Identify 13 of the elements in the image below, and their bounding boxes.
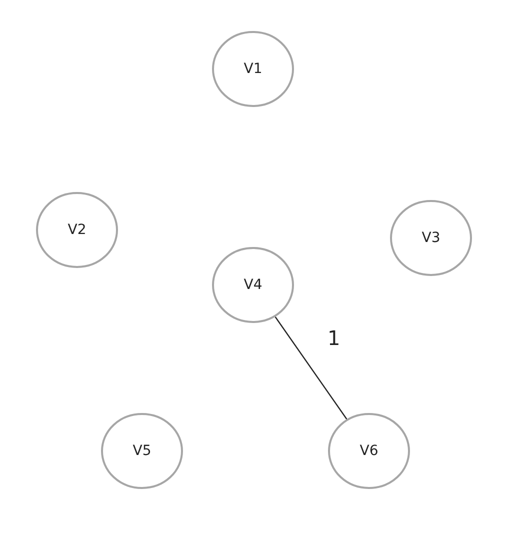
vertex-circle <box>212 247 294 323</box>
vertex-label: V3 <box>422 230 440 246</box>
vertex-circle <box>390 200 472 276</box>
edge-line <box>274 316 348 420</box>
vertex-circle <box>36 192 118 268</box>
vertex-label: V2 <box>68 222 86 238</box>
vertex-label: V1 <box>244 61 262 77</box>
vertex-circle <box>101 413 183 489</box>
vertex-circle <box>328 413 410 489</box>
vertex-label: V4 <box>244 277 262 293</box>
vertex-label: V6 <box>360 443 378 459</box>
vertex-circle <box>212 31 294 107</box>
vertex-label: V5 <box>132 443 152 459</box>
